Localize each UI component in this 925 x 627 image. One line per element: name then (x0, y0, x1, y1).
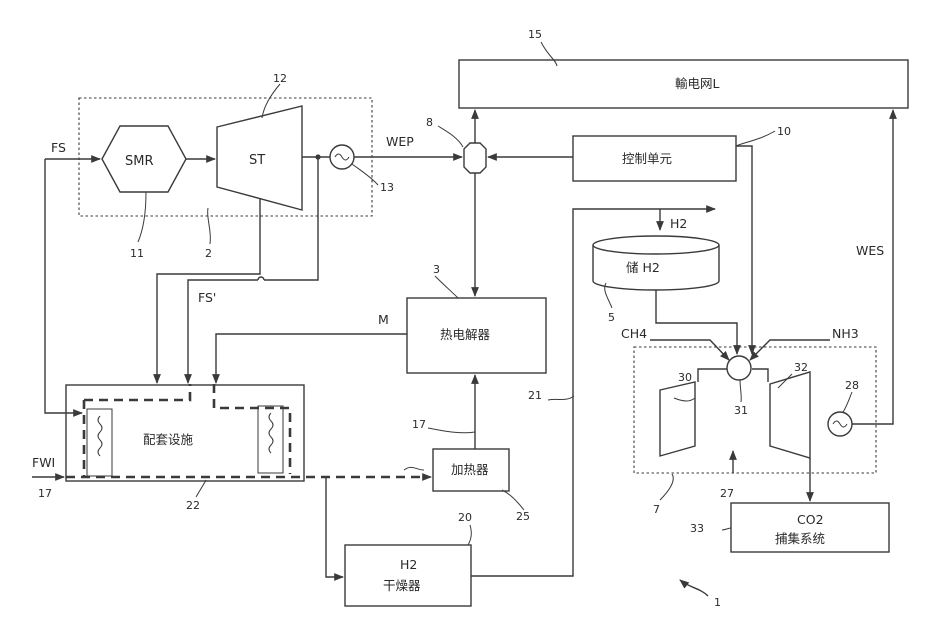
ref-5: 5 (608, 311, 615, 324)
ref-17-feed: 17 (38, 487, 52, 500)
ref-31: 31 (734, 404, 748, 417)
heat-exchanger-left (87, 409, 112, 476)
ref-30: 30 (678, 371, 692, 384)
st-label: ST (249, 153, 265, 168)
combustor-31 (727, 356, 751, 380)
leader-17-b (404, 467, 424, 470)
ch4-label: CH4 (621, 326, 647, 341)
ref-13: 13 (380, 181, 394, 194)
ref-8: 8 (426, 116, 433, 129)
electrolyzer-label: 热电解器 (440, 327, 491, 342)
ref-12: 12 (273, 72, 287, 85)
co2-label-1: CO2 (797, 512, 824, 527)
ref-22: 22 (186, 499, 200, 512)
ref-25: 25 (516, 510, 530, 523)
wep-label: WEP (386, 134, 414, 149)
dashed-flow-left (84, 384, 190, 400)
support-facility-label: 配套设施 (143, 432, 194, 447)
ref-11: 11 (130, 247, 144, 260)
leader-25 (502, 490, 524, 510)
grid-label: 輸电网L (675, 76, 720, 91)
m-line (216, 334, 407, 383)
dashed-flow-right (214, 384, 290, 474)
fs-return-line (45, 159, 82, 413)
leader-8 (438, 126, 463, 147)
dryer-label-1: H2 (400, 557, 417, 572)
leader-21 (548, 396, 574, 400)
ref-20: 20 (458, 511, 472, 524)
leader-28 (843, 392, 852, 412)
ref-3: 3 (433, 263, 440, 276)
dryer-label-2: 干燥器 (383, 578, 421, 593)
smr-label: SMR (125, 154, 154, 169)
heater-label: 加热器 (451, 462, 489, 477)
leader-22 (196, 480, 206, 497)
converter-8 (464, 143, 486, 173)
ref-15: 15 (528, 28, 542, 41)
nh3-label: NH3 (832, 326, 859, 341)
compressor-30 (660, 382, 695, 456)
ref-10: 10 (777, 125, 791, 138)
ch4-feed (650, 340, 729, 360)
leader-33 (722, 528, 731, 530)
heat-exchanger-right (258, 406, 283, 473)
ref-21: 21 (528, 389, 542, 402)
line-crossing-hop (258, 277, 264, 280)
heat-exchanger-right-coil (269, 413, 273, 453)
leader-13 (352, 164, 378, 185)
leader-3 (435, 276, 458, 298)
wes-label: WES (856, 243, 884, 258)
fs-prime-label: FS' (198, 290, 216, 305)
ref-7: 7 (653, 503, 660, 516)
storage-label: 储 H2 (626, 260, 660, 275)
fwi-label: FWI (32, 455, 55, 470)
leader-2 (208, 208, 211, 244)
ref-1: 1 (714, 596, 721, 609)
co2-label-2: 捕集系统 (775, 531, 825, 546)
nh3-feed (750, 340, 830, 360)
wes-line (852, 110, 893, 424)
dryer-box (345, 545, 471, 606)
pointer-1-arrow (680, 580, 708, 596)
ref-17-pipe: 17 (412, 418, 426, 431)
h2-storage-top (593, 236, 719, 254)
to-dryer-line (326, 477, 343, 577)
ref-27: 27 (720, 487, 734, 500)
leader-11 (138, 192, 146, 242)
heat-exchanger-left-coil (98, 416, 102, 456)
ref-2: 2 (205, 247, 212, 260)
storage-to-combustor (656, 290, 737, 354)
turbine-32 (770, 372, 810, 458)
m-label: M (378, 312, 389, 327)
ref-28: 28 (845, 379, 859, 392)
control-to-turbine (736, 146, 752, 354)
leader-31 (740, 380, 741, 402)
leader-10 (736, 131, 775, 146)
gt-combustor-right-link (752, 369, 768, 382)
gt-combustor-left-link (698, 369, 727, 382)
control-unit-label: 控制单元 (622, 151, 672, 166)
leader-7 (660, 474, 673, 500)
ref-32: 32 (794, 361, 808, 374)
h2-out-label: H2 (670, 216, 687, 231)
ref-33: 33 (690, 522, 704, 535)
leader-17 (428, 428, 475, 433)
fs-label: FS (51, 140, 66, 155)
leader-20 (468, 525, 471, 545)
